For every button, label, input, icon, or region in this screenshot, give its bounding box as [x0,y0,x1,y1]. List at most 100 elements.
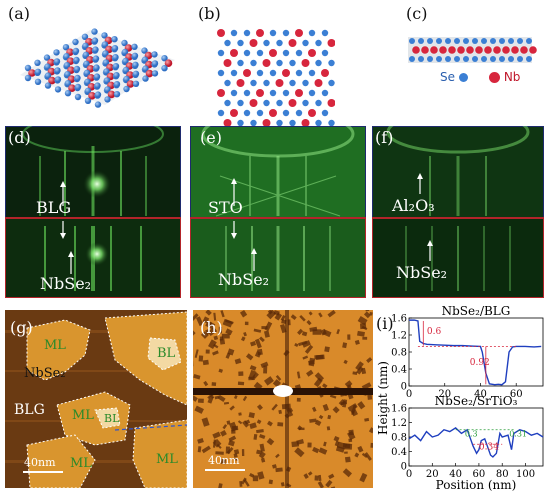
nb-atom [493,46,501,54]
se-atom [72,47,80,55]
afm-g [5,310,187,488]
se-atom [74,83,82,91]
annotation: 0.92 [470,358,490,368]
nb-atom [126,80,135,88]
se-atom [92,46,99,53]
se-atom [151,70,159,77]
rheed-e-substrate: STO [208,198,243,217]
se-atom [217,109,225,117]
se-atom [302,79,309,87]
panel-c [400,25,545,90]
se-atom [132,61,139,68]
se-atom [24,64,32,72]
se-atom [328,59,335,67]
se-atom [263,79,270,87]
se-atom [94,101,102,108]
se-atom [263,39,270,47]
panel-label-a: (a) [8,4,31,23]
se-atom [84,97,92,105]
se-atom [113,72,120,79]
se-atom [121,39,128,47]
se-atom [490,56,496,62]
panel-a [10,5,180,115]
se-atom [517,56,523,62]
region-bl-1: BL [157,346,176,361]
nb-atom [269,109,277,117]
panel-label-h: (h) [200,318,223,337]
rheed-e-film: NbSe₂ [218,270,270,289]
afm-g-image [5,310,187,488]
se-atom [445,38,451,44]
nb-atom [223,119,232,127]
se-atom [230,29,238,37]
x-tick-label: 60 [510,389,523,400]
se-atom [122,66,130,74]
y-tick-label: 0 [401,382,407,393]
nb-atom [262,59,271,67]
se-atom [315,119,322,127]
se-atom [63,53,70,60]
nb-atom [448,46,456,54]
nb-atom [520,46,528,54]
nb-atom [107,90,116,99]
se-atom [321,109,329,117]
scalebar-g: 40nm [24,456,56,469]
se-atom [237,39,244,47]
se-atom [24,74,32,82]
annotation: 0.31 [509,429,527,438]
se-atom [64,90,72,97]
nb-atom [475,46,483,54]
se-atom [295,109,303,117]
se-atom [102,59,110,66]
se-atom [54,76,62,83]
se-atom [101,41,109,48]
se-atom [454,38,460,44]
nb-atom [243,69,251,77]
nb-atom [295,89,303,97]
rheed-d-image [5,126,181,298]
nb-atom [457,46,465,54]
panel-label-b: (b) [198,4,221,23]
se-atom [250,79,257,87]
y-tick-label: 0.8 [391,348,407,359]
region-ml-1: ML [44,338,66,353]
profile-line [408,427,544,458]
rheed-f-film: NbSe₂ [396,263,448,282]
se-atom [94,91,102,98]
nb-atom [484,46,492,54]
panel-label-e: (e) [200,128,222,147]
nbse2-3d-lattice [20,28,175,108]
se-atom [243,49,251,57]
se-atom [151,60,159,67]
se-atom [463,38,469,44]
se-atom [315,59,322,67]
y-tick-label: 1.2 [391,331,407,342]
nb-atom [314,79,323,87]
se-atom [508,38,514,44]
nb-atom [321,69,329,77]
nb-atom [308,49,316,57]
se-atom [308,69,316,77]
nb-atom [256,29,264,37]
se-atom [91,37,99,44]
se-atom [112,63,120,70]
se-atom [101,32,108,39]
se-atom [289,79,296,87]
se-atom [83,60,90,67]
se-atom [256,109,264,117]
se-atom [122,57,129,65]
se-atom [499,56,505,62]
nb-atom [529,46,537,54]
nb-atom [308,109,316,117]
se-atom [490,38,496,44]
se-atom [94,82,101,89]
nb-atom-icon [489,72,500,83]
se-atom [123,85,130,93]
nb-atom [288,39,297,47]
nb-atom [217,89,225,97]
se-atom [113,91,121,98]
se-atom [321,89,329,97]
se-atom [44,82,52,89]
x-tick-label: 20 [426,469,439,480]
se-atom [328,79,335,87]
